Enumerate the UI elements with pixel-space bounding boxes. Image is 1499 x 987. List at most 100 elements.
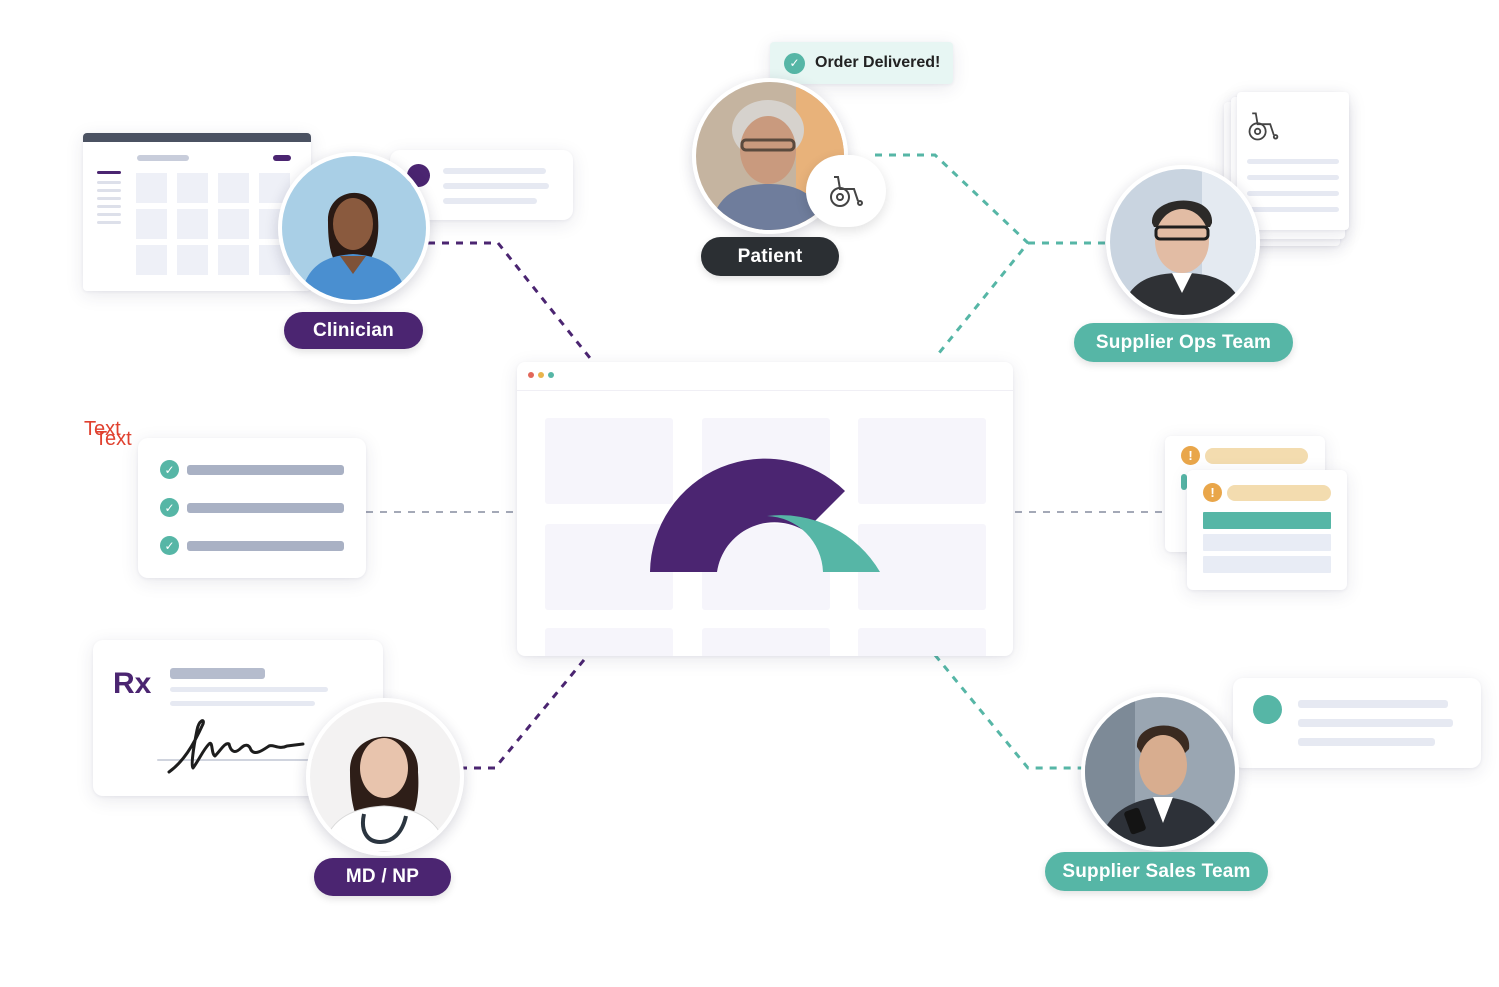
warning-icon: ! [1203, 483, 1222, 502]
supplier-sales-label: Supplier Sales Team [1045, 852, 1268, 891]
calendar-cell [218, 245, 249, 275]
avatar-shirt [1172, 273, 1192, 293]
supplier-ops-document [1237, 92, 1349, 230]
alert-card-front: ! [1187, 470, 1347, 590]
alert-row [1203, 534, 1331, 551]
checklist-line [187, 465, 344, 475]
calendar-sidebar-line [97, 189, 121, 192]
dashboard-tile [702, 628, 830, 656]
calendar-sidebar-line [97, 197, 121, 200]
calendar-title-line [137, 155, 189, 161]
window-dot-yellow [538, 372, 544, 378]
wheelchair-icon [830, 176, 863, 207]
gauge-purple-arc [650, 458, 845, 572]
check-circle-icon: ✓ [784, 52, 805, 74]
check-circle-icon: ✓ [160, 460, 179, 479]
dashboard-tile [545, 628, 673, 656]
supplier-ops-avatar [1106, 165, 1260, 319]
supplier-sales-message-card [1233, 678, 1481, 768]
avatar-shirt [1153, 797, 1173, 823]
calendar-header-bar [83, 133, 311, 142]
avatar-face [1139, 735, 1187, 795]
avatar-face [1155, 209, 1209, 273]
dashboard-tile [545, 418, 673, 504]
order-delivered-text: Order Delivered! [815, 54, 941, 71]
message-line [1298, 700, 1448, 708]
prescription-line [170, 701, 315, 706]
calendar-cell [177, 173, 208, 203]
supplier-ops-label: Supplier Ops Team [1074, 323, 1293, 362]
signature-drawing [167, 719, 305, 774]
md-np-avatar [306, 698, 464, 856]
central-dashboard [517, 362, 1013, 656]
calendar-sidebar-line [97, 221, 121, 224]
gauge-teal-arc [767, 515, 880, 572]
dashboard-tile [858, 628, 986, 656]
window-controls [528, 372, 554, 380]
document-line [1247, 207, 1339, 212]
connector-md-np [460, 654, 590, 770]
rx-label: Rx [113, 667, 152, 700]
message-line [1298, 738, 1435, 746]
check-circle-icon: ✓ [160, 536, 179, 555]
window-divider [517, 390, 1013, 391]
dashboard-tile [858, 418, 986, 504]
calendar-sidebar-line [97, 181, 121, 184]
patient-label: Patient [701, 237, 839, 276]
dashboard-tile [858, 524, 986, 610]
calendar-cell [136, 245, 167, 275]
connector-clinician [428, 241, 592, 359]
document-line [1247, 175, 1339, 180]
avatar-glasses [740, 138, 796, 152]
order-delivered-toast: ✓ Order Delivered! [770, 42, 953, 84]
alert-line [1205, 448, 1308, 464]
avatar-jacket [1120, 273, 1246, 315]
checklist-line [187, 503, 344, 513]
message-dot [1253, 695, 1282, 724]
prescription-line [170, 687, 328, 692]
alert-row [1203, 556, 1331, 573]
clinician-avatar [278, 152, 430, 304]
avatar-shirt [710, 184, 828, 230]
calendar-cell [136, 173, 167, 203]
calendar-cell [177, 209, 208, 239]
avatar-face [360, 738, 408, 798]
placeholder-text-label: Text [95, 428, 132, 450]
gauge-chart [650, 458, 880, 572]
calendar-cell [136, 209, 167, 239]
wheelchair-badge [806, 155, 886, 227]
supplier-sales-avatar [1081, 693, 1239, 851]
calendar-accent-line [273, 155, 291, 161]
message-line [443, 183, 549, 189]
alert-row-highlight [1203, 512, 1331, 529]
calendar-card [83, 133, 311, 291]
alert-line [1181, 474, 1187, 490]
calendar-cell [177, 245, 208, 275]
calendar-cell [218, 173, 249, 203]
wheelchair-icon [1248, 112, 1279, 141]
document-line [1247, 159, 1339, 164]
clinician-label: Clinician [284, 312, 423, 349]
prescription-line [170, 668, 265, 679]
calendar-sidebar-line [97, 205, 121, 208]
window-dot-red [528, 372, 534, 378]
avatar-collar [340, 256, 366, 274]
message-line [1298, 719, 1453, 727]
avatar-suit [1099, 797, 1225, 847]
avatar-scrubs [300, 254, 408, 300]
calendar-sidebar-line [97, 171, 121, 174]
avatar-glasses [1154, 225, 1210, 241]
window-dot-green [548, 372, 554, 378]
checklist-line [187, 541, 344, 551]
connector-supplier-sales [933, 654, 1082, 770]
placeholder-text-label: Text [84, 418, 121, 440]
message-line [443, 168, 546, 174]
avatar-face [333, 198, 373, 250]
calendar-cell [218, 209, 249, 239]
md-np-label: MD / NP [314, 858, 451, 896]
message-line [443, 198, 537, 204]
signature-line [157, 759, 322, 761]
calendar-sidebar-line [97, 213, 121, 216]
avatar-stethoscope [361, 813, 408, 845]
